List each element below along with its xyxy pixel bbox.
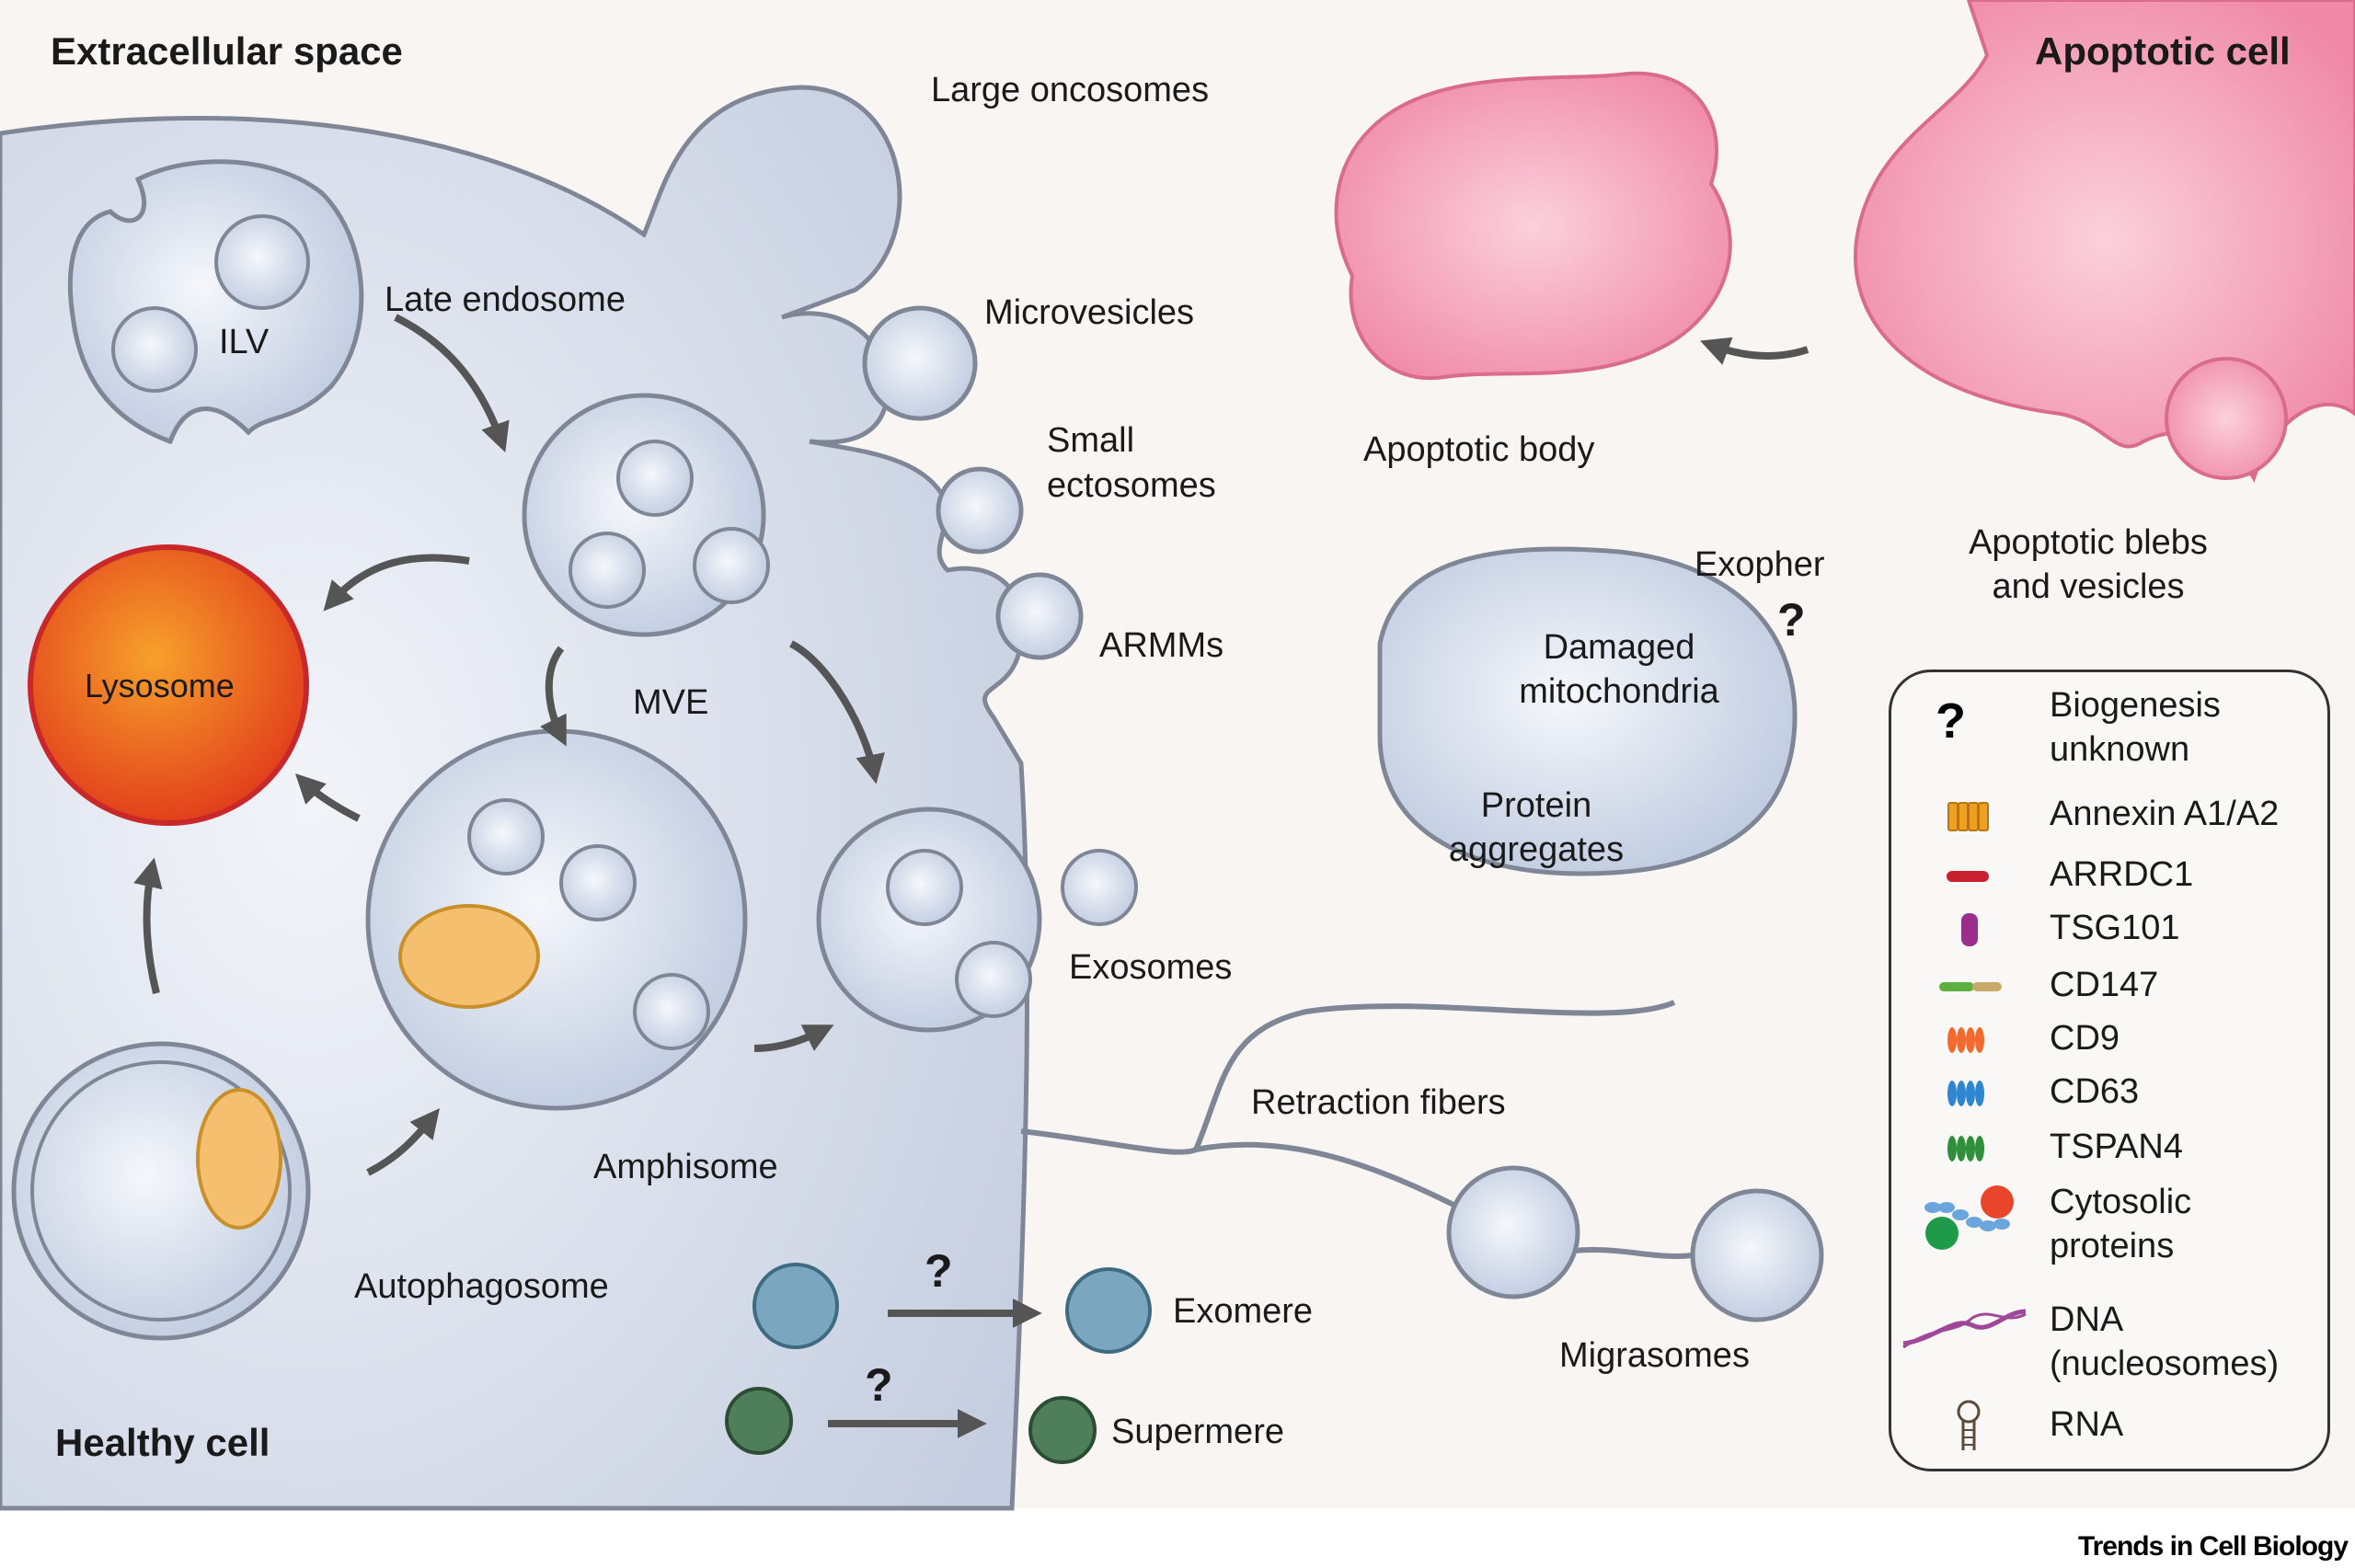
- supermere-label: Supermere: [1111, 1413, 1284, 1451]
- arrdc1-icon: [1947, 871, 1989, 882]
- small-ectosome: [936, 466, 1024, 555]
- apoptotic-blebs-label-line1: Apoptotic blebs: [1969, 523, 2208, 562]
- exomere: [1065, 1267, 1152, 1354]
- migrasome: [1690, 1188, 1824, 1322]
- legend-label: (nucleosomes): [2050, 1345, 2280, 1383]
- dna-icon: [1902, 1309, 2027, 1349]
- arrow: [133, 857, 163, 994]
- lysosome: [28, 544, 309, 826]
- cd147-icon: [1939, 982, 2002, 991]
- damaged-mitochondria-label-line2: mitochondria: [1519, 672, 1719, 711]
- ilv: [616, 440, 694, 517]
- exopher-label: Exopher: [1694, 545, 1825, 584]
- legend-label: CD147: [2050, 966, 2159, 1004]
- extracellular-space-label: Extracellular space: [51, 29, 403, 73]
- protein-aggregates-label-line2: aggregates: [1448, 830, 1625, 869]
- apoptotic-bleb: [2165, 357, 2288, 480]
- protein-aggregates-label-line1: Protein: [1480, 786, 1592, 825]
- arrow: [323, 554, 470, 612]
- retraction-fiber: [1572, 1246, 1694, 1260]
- damaged-mitochondria-label-line1: Damaged: [1543, 628, 1695, 667]
- retraction-fibers-label: Retraction fibers: [1251, 1083, 1506, 1122]
- question-mark-icon: ?: [1936, 693, 1966, 749]
- ilv: [214, 214, 310, 310]
- supermere: [1028, 1396, 1097, 1464]
- mve-label: MVE: [633, 683, 709, 722]
- armms-label: ARMMs: [1099, 626, 1224, 665]
- ilv: [111, 306, 198, 393]
- apoptotic-body-label: Apoptotic body: [1363, 430, 1595, 469]
- rna-icon: [1957, 1400, 1981, 1450]
- ilv-label: ILV: [219, 323, 270, 361]
- legend-label: CD63: [2050, 1072, 2140, 1111]
- legend-label: TSPAN4: [2050, 1127, 2184, 1166]
- ilv: [559, 844, 637, 921]
- ilv: [633, 973, 710, 1050]
- healthy-cell-label: Healthy cell: [55, 1421, 270, 1464]
- ilv: [467, 798, 545, 876]
- exomere-cluster: [752, 1263, 839, 1349]
- question-mark-icon: ?: [865, 1359, 893, 1411]
- armm: [995, 572, 1084, 660]
- arrow: [1700, 337, 1809, 365]
- exosome: [1061, 849, 1138, 926]
- legend-label: unknown: [2050, 730, 2190, 769]
- exomere-label: Exomere: [1173, 1292, 1314, 1331]
- apoptotic-cell-label: Apoptotic cell: [2035, 29, 2291, 73]
- arrow: [540, 646, 567, 747]
- annexin-icon: [1947, 802, 1989, 831]
- migrasome: [1446, 1165, 1580, 1299]
- legend-label: TSG101: [2050, 909, 2180, 947]
- legend-label: CD9: [2050, 1019, 2120, 1058]
- tsg101-icon: [1961, 913, 1978, 946]
- mitochondrion: [196, 1088, 282, 1230]
- legend-label: RNA: [2050, 1405, 2124, 1444]
- tspan4-icon: [1947, 1136, 1984, 1162]
- legend-label: Annexin A1/A2: [2050, 795, 2280, 833]
- mitochondrion: [398, 904, 540, 1009]
- migrasomes-label: Migrasomes: [1559, 1336, 1750, 1375]
- late-endosome-label: Late endosome: [385, 280, 626, 319]
- exopher: [1377, 546, 1798, 876]
- large-oncosomes-label: Large oncosomes: [931, 71, 1210, 109]
- ilv: [693, 527, 770, 604]
- apoptotic-blebs-label-line2: and vesicles: [1992, 567, 2185, 606]
- lysosome-label: Lysosome: [85, 667, 235, 704]
- ilv: [886, 849, 963, 926]
- supermere-cluster: [725, 1387, 793, 1455]
- legend-label: DNA: [2050, 1300, 2124, 1339]
- legend: ? Biogenesis unknown Annexin A1/A2 ARRDC…: [1889, 670, 2330, 1471]
- small-ectosomes-label-line1: Small: [1047, 421, 1135, 460]
- retraction-fiber: [1195, 1141, 1455, 1207]
- exosomes-label: Exosomes: [1069, 948, 1233, 987]
- question-mark-icon: ?: [1777, 594, 1806, 646]
- autophagosome-inner-membrane: [30, 1060, 292, 1322]
- microvesicles-label: Microvesicles: [984, 293, 1195, 332]
- cytosolic-proteins-icon: [1924, 1185, 2014, 1250]
- legend-label: Biogenesis: [2050, 686, 2221, 725]
- ilv: [569, 532, 646, 609]
- apoptotic-body: [1334, 71, 1732, 381]
- autophagosome-label: Autophagosome: [354, 1267, 609, 1306]
- arrow: [753, 1024, 834, 1052]
- cd9-icon: [1947, 1027, 1984, 1053]
- retraction-fiber: [1020, 1000, 1676, 1155]
- legend-label: Cytosolic: [2050, 1183, 2192, 1221]
- amphisome-label: Amphisome: [593, 1148, 778, 1186]
- arrow: [366, 1108, 440, 1176]
- microvesicle: [862, 305, 978, 421]
- legend-label: proteins: [2050, 1227, 2175, 1265]
- question-mark-icon: ?: [925, 1245, 953, 1297]
- journal-footer: Trends in Cell Biology: [2077, 1531, 2349, 1562]
- ilv: [955, 941, 1032, 1018]
- cd63-icon: [1947, 1081, 1984, 1106]
- arrow: [789, 640, 885, 784]
- arrow: [394, 314, 510, 453]
- legend-label: ARRDC1: [2050, 855, 2194, 894]
- small-ectosomes-label-line2: ectosomes: [1047, 466, 1216, 505]
- arrow: [294, 773, 361, 822]
